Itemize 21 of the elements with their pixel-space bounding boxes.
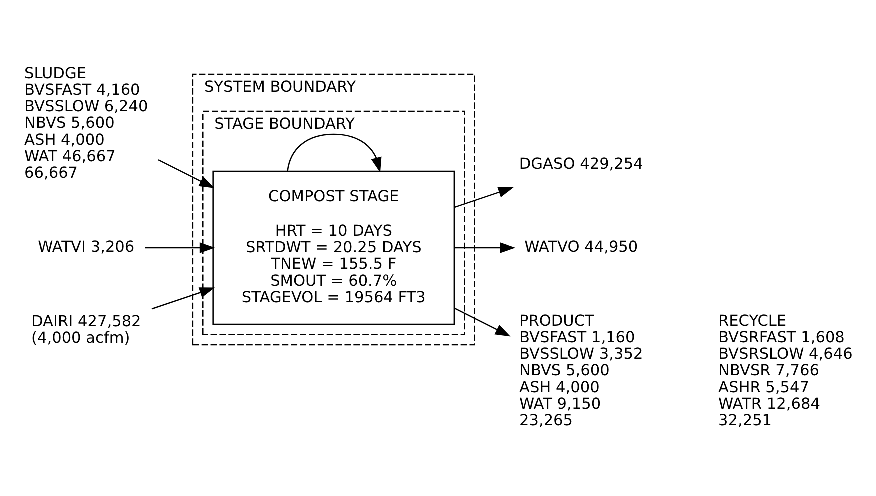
label: WATR 12,684: [718, 394, 820, 413]
node-text: PRODUCT BVSFAST 1,160 BVSSLOW 3,352 NBVS 5,600 ASH 4,000 WAT 9,150 23,265: [519, 312, 643, 430]
arrow: [286, 134, 382, 173]
label: BVSRFAST 1,608: [718, 328, 844, 347]
node-box: COMPOST STAGE HRT = 10 DAYS SRTDWT = 20.25 DAYS TNEW = 155.5 F SMOUT = 60.7% STAGEVOL = 19564 FT3: [212, 170, 455, 326]
node-text: DGASO 429,254: [518, 155, 643, 174]
label: ASHR 5,547: [718, 378, 809, 396]
arrow: [454, 187, 514, 208]
label: RECYCLE: [718, 312, 786, 330]
label: BVSRSLOW 4,646: [718, 345, 852, 364]
label: NBVSR 7,766: [718, 362, 819, 380]
node-text: WATVI 3,206: [38, 238, 134, 256]
arrow: [454, 308, 510, 337]
arrow: [144, 242, 215, 254]
arrow: [158, 159, 214, 188]
node-text: WATVO 44,950: [524, 238, 638, 256]
arrow: [454, 242, 516, 254]
node-text: SLUDGE BVSFAST 4,160 BVSSLOW 6,240 NBVS 5,600 ASH 4,000 WAT 46,667 66,667: [24, 64, 148, 182]
arrow: [151, 288, 215, 310]
node-text: DAIRI 427,582 (4,000 acfm): [31, 312, 141, 348]
label: 32,251: [718, 411, 772, 430]
